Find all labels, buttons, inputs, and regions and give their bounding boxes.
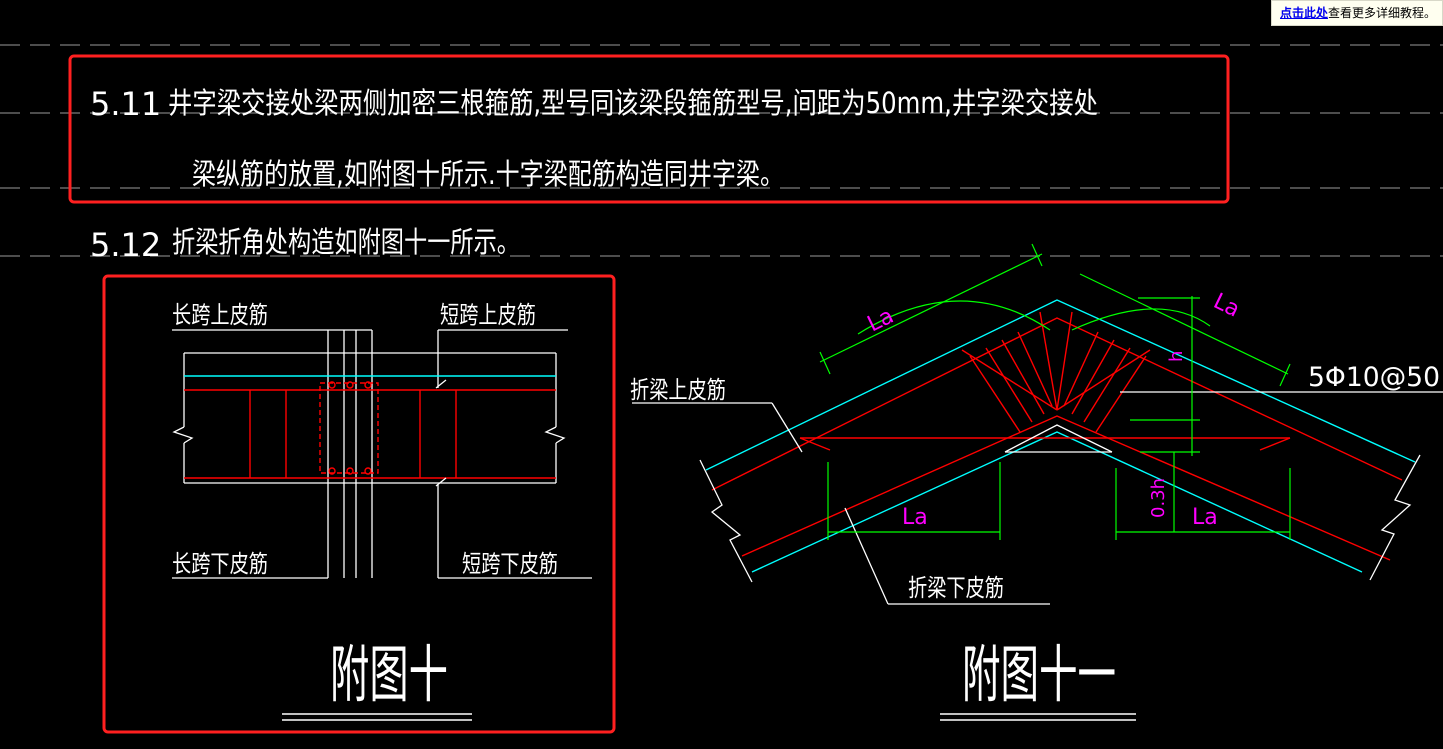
fig11-la-top-left: La — [864, 304, 898, 338]
highlight-box-fig10 — [102, 274, 616, 734]
fig11-label-top-bar: 折梁上皮筋 — [630, 376, 726, 404]
guide-lines — [0, 44, 1443, 257]
fig10-beam-outline — [172, 329, 592, 579]
tutorial-link[interactable]: 点击此处 — [1280, 6, 1329, 20]
fig10-label-short-top: 短跨上皮筋 — [440, 301, 536, 329]
fig10-title: 附图十 — [330, 638, 448, 711]
fig11-cyan-lines — [705, 299, 1416, 573]
fig11-white-lines — [632, 391, 1443, 605]
highlight-box-note — [68, 54, 1230, 204]
note-512-line: 折梁折角处构造如附图十一所示。 — [172, 225, 520, 259]
note-511-line1: 井字梁交接处梁两侧加密三根箍筋,型号同该梁段箍筋型号,间距为50mm,井字梁交接… — [168, 86, 1098, 120]
note-512-number: 5.12 — [90, 226, 161, 264]
fig11-red-rebars — [711, 311, 1403, 561]
fig11-label-bottom-bar: 折梁下皮筋 — [908, 574, 1004, 602]
fig10-red-rebars — [184, 381, 556, 479]
fig11-h-label: h — [1166, 351, 1187, 362]
figure-11: 折梁上皮筋 折梁下皮筋 5Φ10@50 La La La La h 0.3h 附… — [630, 243, 1443, 721]
note-511-line2: 梁纵筋的放置,如附图十所示.十字梁配筋构造同井字梁。 — [192, 157, 784, 191]
fig10-arrows — [435, 379, 447, 487]
fig10-label-long-top: 长跨上皮筋 — [172, 301, 268, 329]
tutorial-tip: 点击此处查看更多详细教程。 — [1271, 0, 1443, 26]
fig10-label-long-bottom: 长跨下皮筋 — [172, 550, 268, 578]
fig11-la-top-right: La — [1209, 289, 1243, 323]
fig10-label-short-bottom: 短跨下皮筋 — [462, 550, 558, 578]
fig11-stirrup-label: 5Φ10@50 — [1308, 362, 1440, 393]
fig11-la-bottom-right: La — [1192, 505, 1218, 530]
fig11-la-bottom-left: La — [902, 505, 928, 530]
fig11-03h-label: 0.3h — [1148, 478, 1169, 518]
fig11-green-dims — [819, 243, 1291, 540]
note-511-number: 5.11 — [90, 85, 161, 123]
figure-10: 长跨上皮筋 短跨上皮筋 长跨下皮筋 短跨下皮筋 附图十 — [102, 274, 616, 734]
tutorial-tip-text: 查看更多详细教程。 — [1328, 6, 1437, 20]
fig11-title: 附图十一 — [962, 638, 1116, 711]
